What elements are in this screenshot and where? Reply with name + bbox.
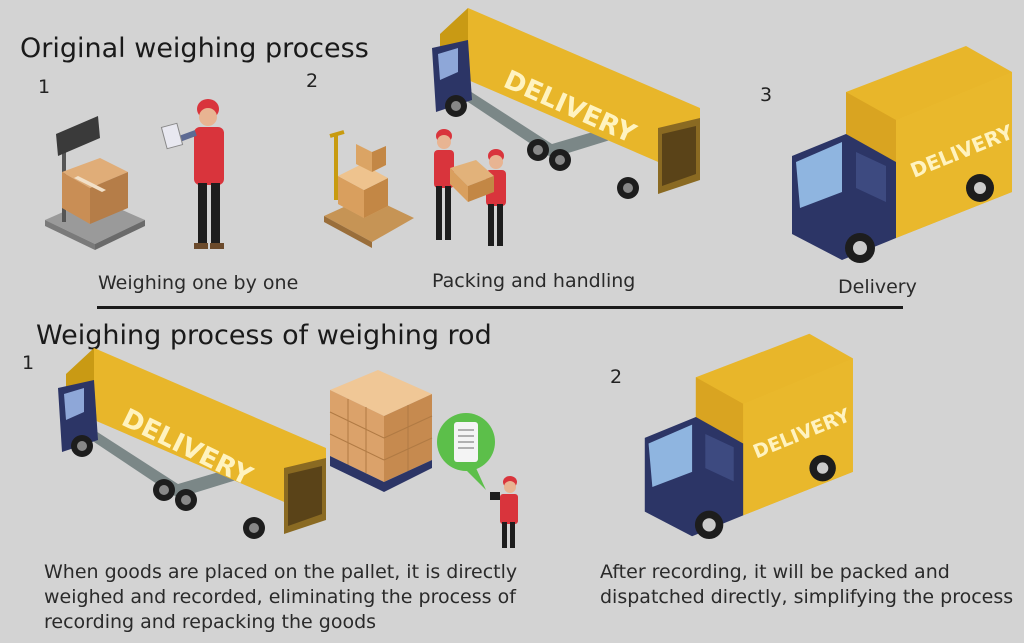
box-truck-illustration-2: DELIVERY [644, 333, 854, 540]
pallet-jack-illustration [324, 130, 414, 248]
box-truck-illustration-1: DELIVERY [792, 46, 1012, 263]
section-2-step-2-number: 2 [610, 366, 623, 388]
pallet-boxes-illustration [329, 370, 433, 492]
section-2-title: Weighing process of weighing rod [36, 320, 492, 351]
step-2-number: 2 [306, 70, 319, 92]
container-truck-illustration-1: DELIVERY [432, 8, 700, 199]
section-2-step-2-caption: After recording, it will be packed and d… [600, 561, 1014, 608]
weighing-scale-illustration [45, 116, 145, 250]
step-3-number: 3 [760, 84, 773, 106]
workers-carrying-box-illustration [434, 129, 506, 246]
step-3-caption: Delivery [838, 276, 917, 298]
section-divider [97, 306, 903, 309]
step-1-caption: Weighing one by one [98, 272, 299, 294]
phone-recording-illustration [437, 413, 518, 548]
section-2-step-1-number: 1 [22, 352, 35, 374]
worker-with-clipboard-illustration [160, 99, 224, 249]
section-2-step-1-caption: When goods are placed on the pallet, it … [44, 561, 518, 633]
step-2-caption: Packing and handling [432, 270, 636, 292]
section-1-title: Original weighing process [20, 33, 369, 64]
step-1-number: 1 [38, 76, 51, 98]
container-truck-illustration-2: DELIVERY [58, 348, 326, 539]
